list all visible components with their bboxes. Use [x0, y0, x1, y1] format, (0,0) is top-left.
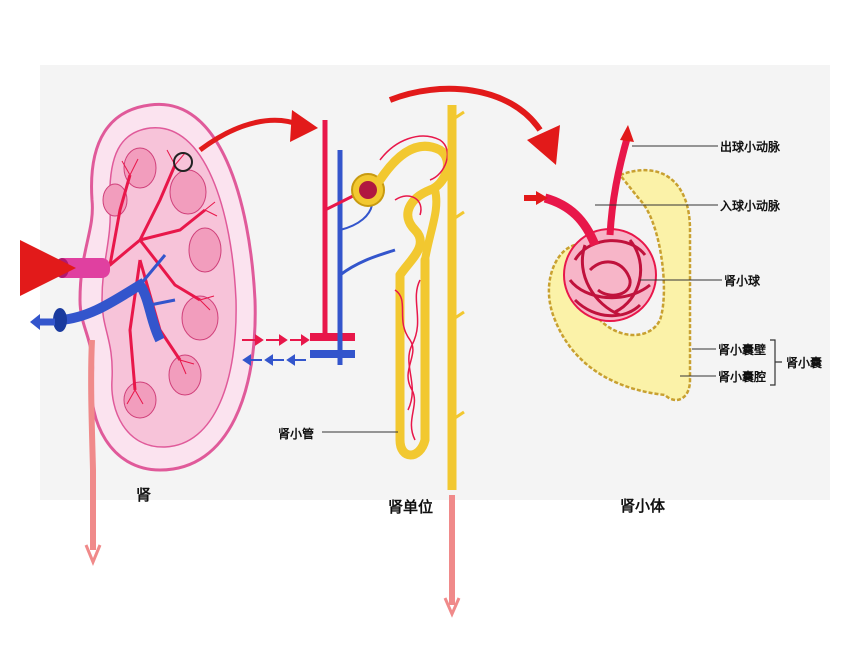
kidney-illustration: [20, 102, 257, 566]
capsule-cavity-label: 肾小囊腔: [718, 370, 767, 384]
capsule-label: 肾小囊: [786, 356, 823, 370]
arrow-head-icon: [527, 125, 560, 165]
corpuscle-illustration: [524, 125, 782, 402]
afferent-arteriole-label: 入球小动脉: [720, 199, 781, 213]
nephron-caption: 肾单位: [388, 498, 434, 516]
efferent-arteriole-label: 出球小动脉: [720, 140, 781, 154]
nephron-illustration: [242, 105, 465, 618]
corpuscle-caption: 肾小体: [620, 497, 666, 515]
arrow-head-icon: [290, 110, 318, 142]
capsule-wall-label: 肾小囊壁: [718, 343, 767, 357]
kidney-caption: 肾: [136, 486, 152, 504]
arrow-nephron-to-corpuscle: [388, 85, 543, 132]
tubule-label: 肾小管: [278, 427, 315, 441]
glomerulus-label: 肾小球: [724, 274, 761, 288]
